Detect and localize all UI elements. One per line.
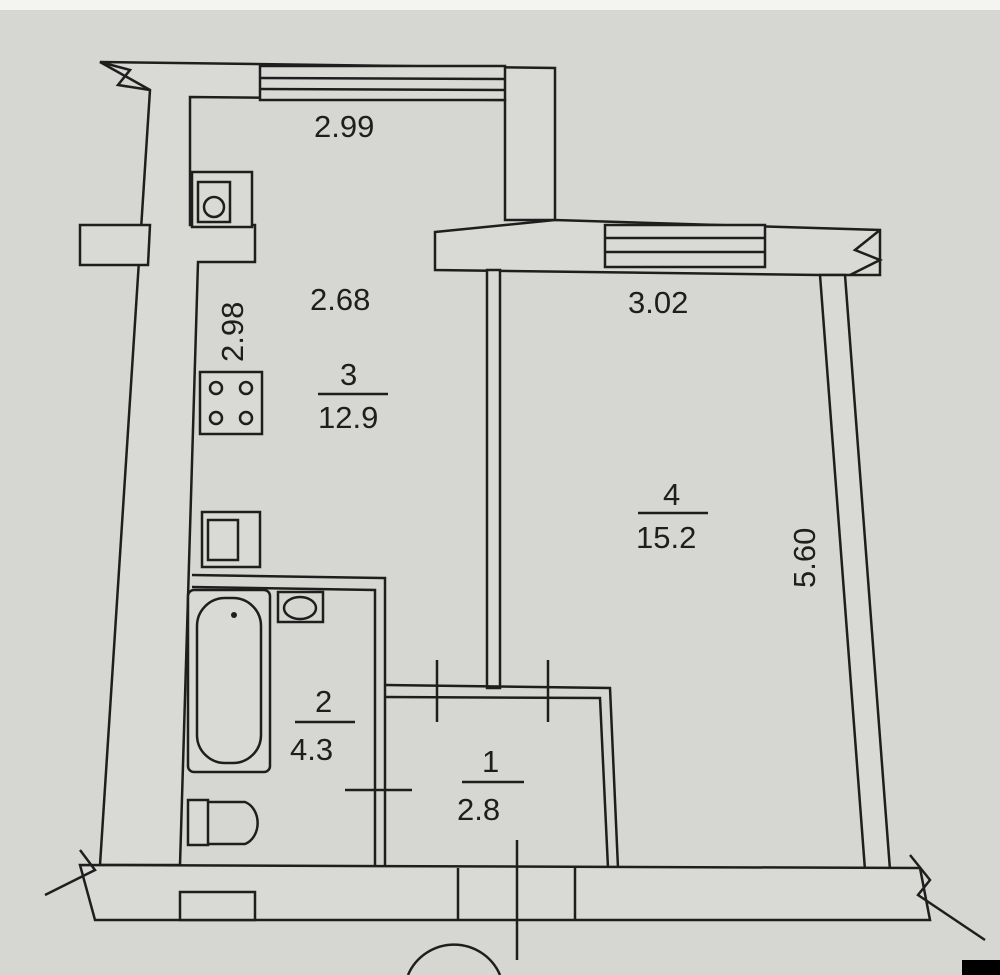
room-3-area: 12.9: [318, 400, 378, 435]
labels: 2.99 2.68 2.98 3.02 5.60 3 12.9 4 15.2 2…: [215, 109, 822, 827]
washbasin-icon: [276, 590, 325, 624]
room-4-number: 4: [663, 477, 680, 512]
room-1-number: 1: [482, 744, 499, 779]
room-3-number: 3: [340, 357, 357, 392]
walls: [44, 60, 986, 975]
hallway-wall: [384, 683, 620, 869]
kitchen-window: [258, 64, 507, 102]
dim-room-width: 3.02: [628, 285, 688, 320]
toilet-icon: [186, 798, 210, 847]
room-1-area: 2.8: [457, 792, 500, 827]
bottom-niche: [178, 890, 257, 922]
break-mark: [99, 60, 151, 92]
room-right-wall: [818, 273, 892, 872]
fixtures: [186, 170, 325, 847]
dim-kitchen-top: 2.99: [314, 109, 374, 144]
room-4-area: 15.2: [636, 520, 696, 555]
top-strip: [0, 0, 1000, 10]
dim-kitchen-side: 2.98: [215, 302, 250, 362]
partition-wall: [485, 268, 502, 690]
dim-kitchen-width: 2.68: [310, 282, 370, 317]
stove-icon: [198, 370, 264, 436]
room-window: [603, 223, 767, 269]
room-2-area: 4.3: [290, 732, 333, 767]
outer-wall-bottom: [78, 863, 932, 922]
dim-room-length: 5.60: [787, 528, 822, 588]
bathroom-wall: [191, 573, 387, 865]
corner-block: [962, 960, 1000, 975]
room-2-number: 2: [315, 684, 332, 719]
bathtub-icon: [186, 588, 272, 774]
left-wall-protrusion: [78, 223, 152, 267]
